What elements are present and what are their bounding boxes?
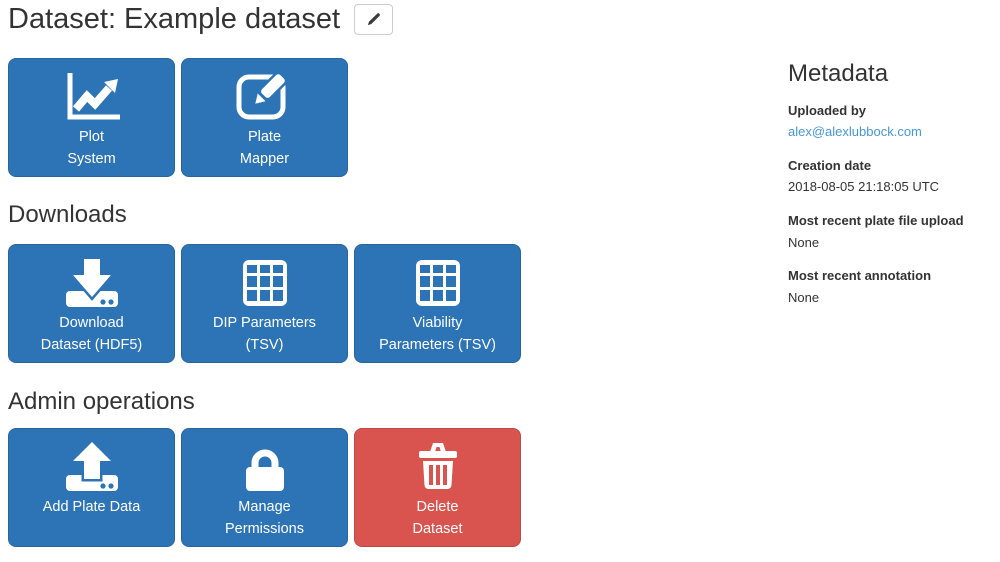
tile-label: Manage Permissions	[225, 499, 304, 537]
tile-viability-parameters[interactable]: Viability Parameters (TSV)	[354, 244, 521, 363]
metadata-label-recent-annotation: Most recent annotation	[788, 268, 932, 284]
chart-line-icon	[60, 70, 124, 124]
page-header: Dataset: Example dataset	[8, 3, 394, 36]
tile-label: Plot System	[67, 129, 116, 167]
uploader-email-link[interactable]: alex@alexlubbock.com	[788, 124, 922, 140]
tile-add-plate-data[interactable]: Add Plate Data	[8, 428, 175, 547]
downloads-row: Download Dataset (HDF5) DIP Parameters (…	[8, 244, 521, 363]
downloads-heading: Downloads	[8, 201, 127, 228]
metadata-panel: Metadata Uploaded by alex@alexlubbock.co…	[788, 60, 1000, 306]
table-icon	[406, 256, 470, 310]
tile-manage-permissions[interactable]: Manage Permissions	[181, 428, 348, 547]
tile-download-dataset[interactable]: Download Dataset (HDF5)	[8, 244, 175, 363]
download-icon	[60, 256, 124, 310]
metadata-heading: Metadata	[788, 60, 889, 87]
tile-label: Add Plate Data	[42, 499, 141, 515]
metadata-value-uploaded-by: alex@alexlubbock.com	[788, 123, 1000, 141]
pencil-icon	[366, 12, 381, 27]
trash-icon	[406, 440, 470, 494]
metadata-label-uploaded-by: Uploaded by	[788, 102, 867, 118]
metadata-label-recent-plate-upload: Most recent plate file upload	[788, 212, 964, 228]
upload-icon	[60, 440, 124, 494]
tile-dip-parameters[interactable]: DIP Parameters (TSV)	[181, 244, 348, 363]
admin-operations-row: Add Plate Data Manage Permissions	[8, 428, 521, 547]
table-icon	[233, 256, 297, 310]
metadata-value-creation-date: 2018-08-05 21:18:05 UTC	[788, 179, 940, 195]
admin-operations-heading: Admin operations	[8, 388, 195, 415]
tile-label: DIP Parameters (TSV)	[213, 315, 316, 353]
tile-label: Download Dataset (HDF5)	[40, 315, 143, 353]
edit-dataset-name-button[interactable]	[354, 4, 394, 36]
tile-delete-dataset[interactable]: Delete Dataset	[354, 428, 521, 547]
metadata-value-recent-plate-upload: None	[788, 234, 820, 250]
tile-label: Plate Mapper	[239, 129, 290, 167]
tile-label: Viability Parameters (TSV)	[379, 315, 496, 353]
metadata-label-creation-date: Creation date	[788, 157, 872, 173]
main-tools-row: Plot System Plate Mapper	[8, 58, 348, 177]
tile-plate-mapper[interactable]: Plate Mapper	[181, 58, 348, 177]
page-title: Dataset: Example dataset	[8, 3, 341, 35]
lock-icon	[233, 440, 297, 494]
metadata-value-recent-annotation: None	[788, 289, 820, 305]
tile-label: Delete Dataset	[412, 499, 463, 537]
edit-square-icon	[233, 70, 297, 124]
tile-plot-system[interactable]: Plot System	[8, 58, 175, 177]
